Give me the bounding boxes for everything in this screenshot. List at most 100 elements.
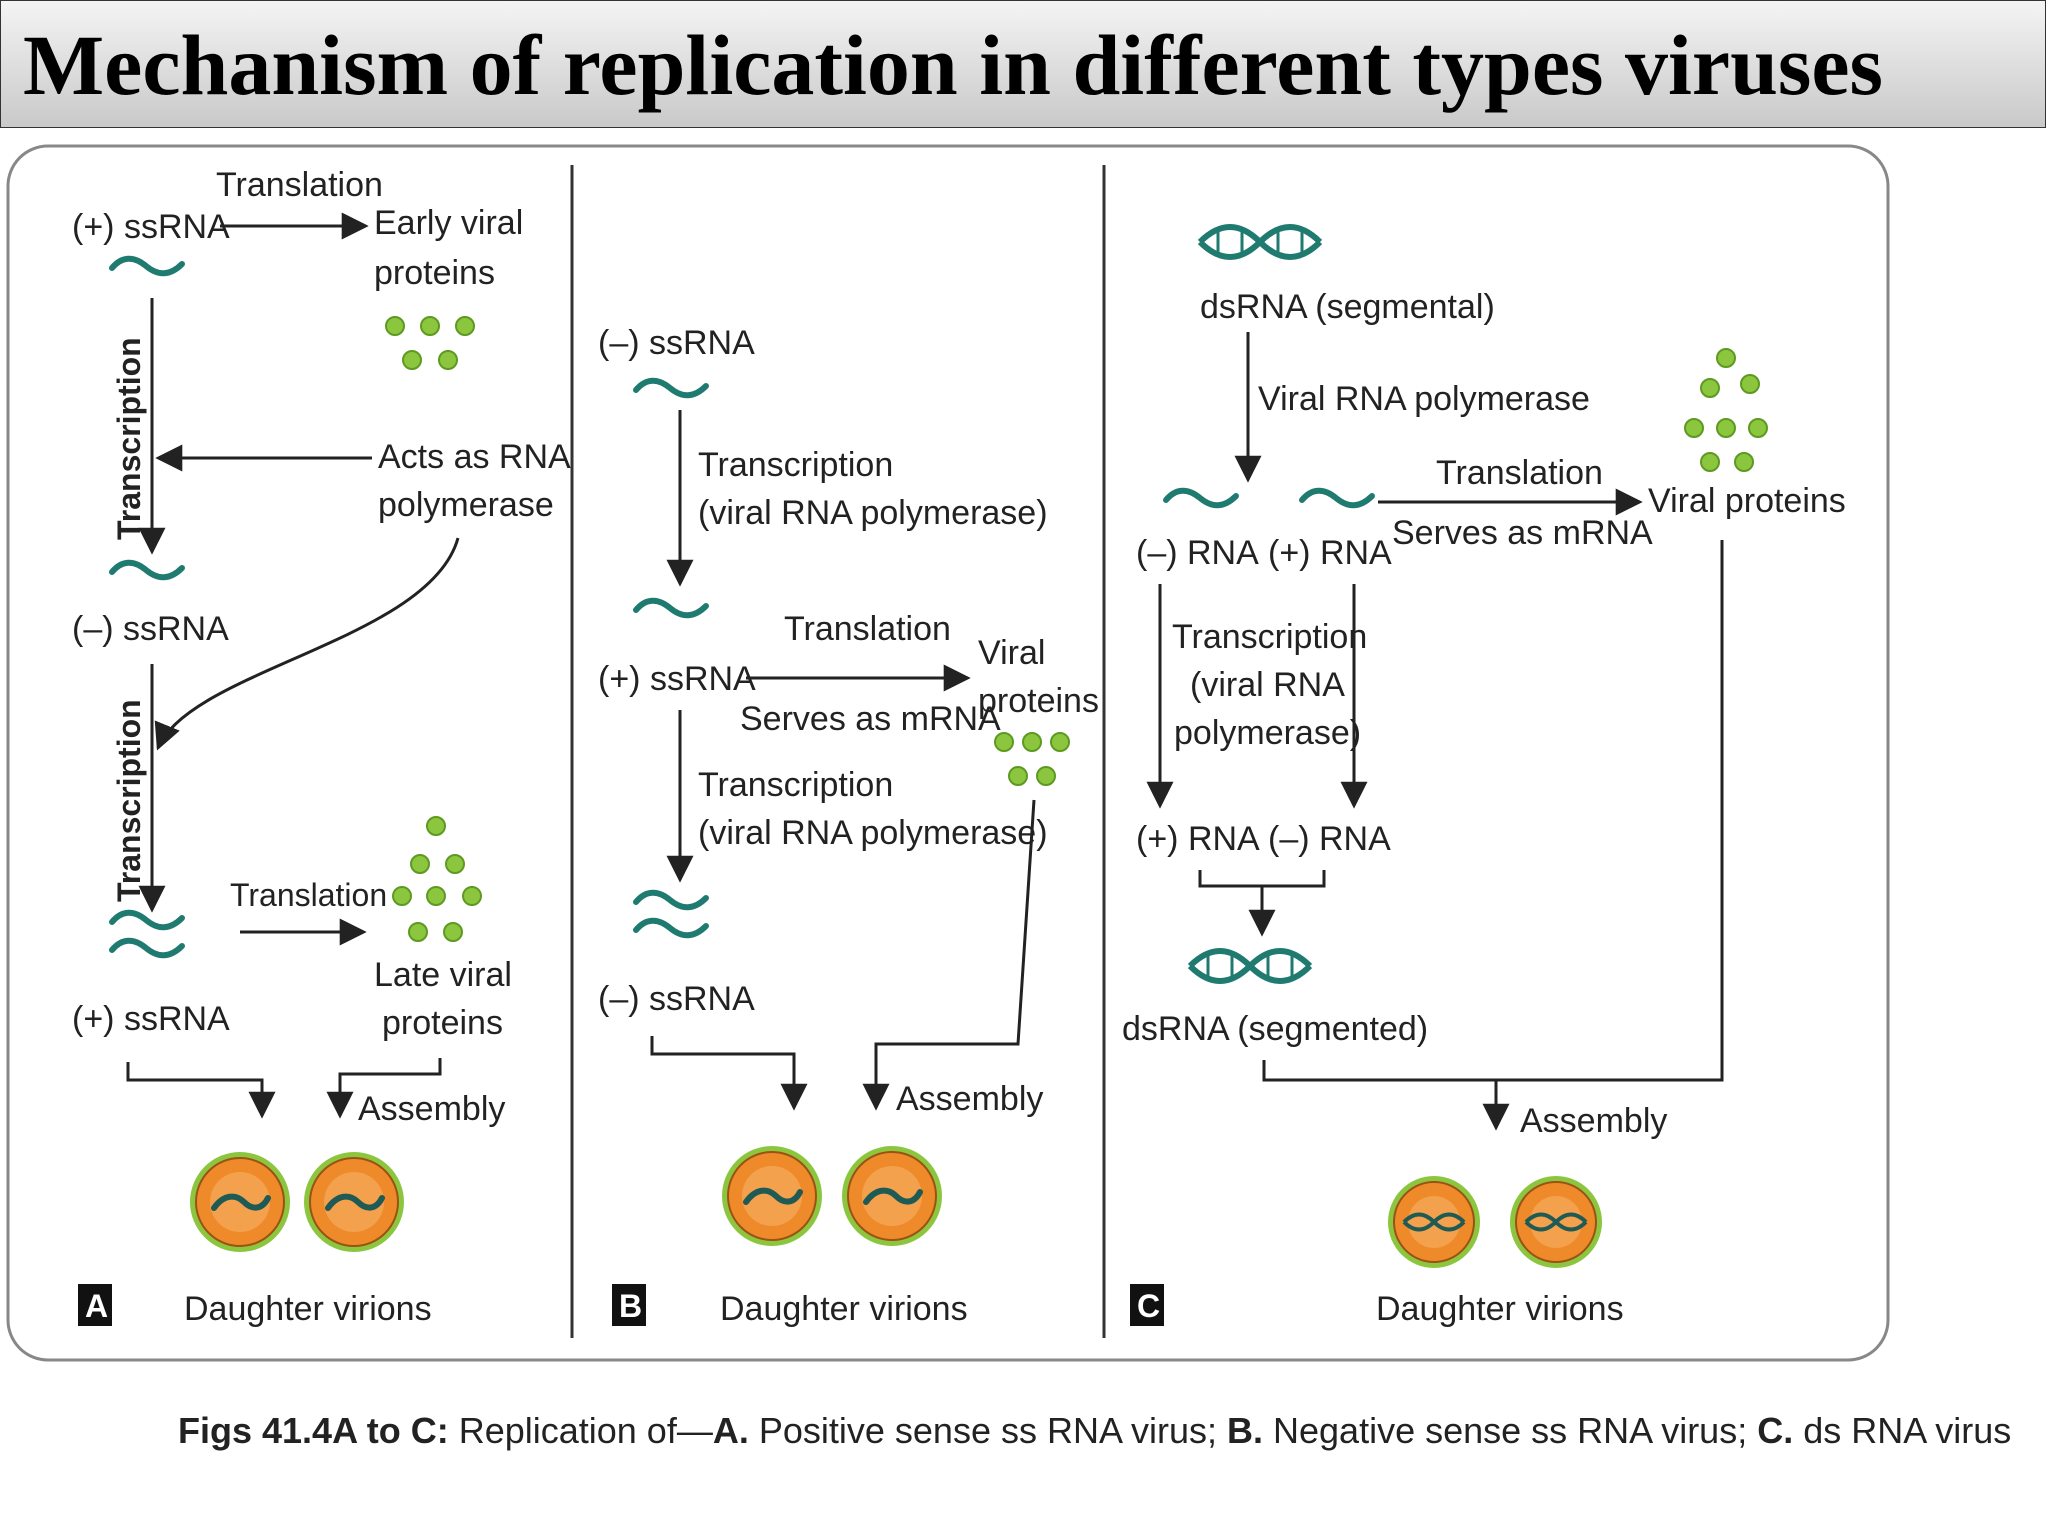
a-polymerase-curve-arrow bbox=[154, 537, 460, 751]
protein-dot bbox=[438, 350, 458, 370]
a-virion-2 bbox=[304, 1152, 404, 1252]
protein-dot bbox=[402, 350, 422, 370]
c-panel-letter: C bbox=[1137, 1288, 1160, 1324]
protein-dot bbox=[1734, 452, 1754, 472]
protein-dot bbox=[426, 886, 446, 906]
c-viral-rna-polymerase-label: Viral RNA polymerase bbox=[1258, 380, 1590, 418]
a-assembly-arrow-left bbox=[126, 1062, 276, 1119]
b-viral-proteins-label-2: proteins bbox=[978, 682, 1099, 720]
protein-dot bbox=[462, 886, 482, 906]
a-panel-letter: A bbox=[85, 1288, 108, 1324]
c-viral-proteins-label: Viral proteins bbox=[1648, 482, 1846, 520]
a-translation-bottom-label: Translation bbox=[230, 877, 387, 913]
protein-dot bbox=[1716, 348, 1736, 368]
b-assembly-arrow-left bbox=[650, 1036, 808, 1111]
b-virion-1 bbox=[722, 1146, 822, 1246]
a-assembly-arrow-right bbox=[326, 1058, 442, 1119]
panel-c: dsRNA (segmental) Viral RNA polymerase (… bbox=[1122, 227, 1846, 1328]
c-assembly-arrow-right bbox=[1496, 540, 1724, 1082]
b-minus-ssrna-bottom-label: (–) ssRNA bbox=[598, 980, 755, 1018]
protein-dot bbox=[410, 854, 430, 874]
a-assembly-label: Assembly bbox=[358, 1090, 505, 1128]
a-acts-as-label-1: Acts as RNA bbox=[378, 438, 571, 476]
diagram-frame bbox=[6, 144, 1890, 1362]
caption-replication-of: Replication of— bbox=[448, 1410, 713, 1451]
b-minus-ssrna-top-label: (–) ssRNA bbox=[598, 324, 755, 362]
c-dsrna-segmental-label: dsRNA (segmental) bbox=[1200, 288, 1495, 326]
b-plus-ssrna-label: (+) ssRNA bbox=[598, 660, 756, 698]
c-virion-1 bbox=[1386, 1174, 1482, 1270]
a-early-proteins-label-2: proteins bbox=[374, 254, 495, 292]
protein-dot bbox=[1748, 418, 1768, 438]
a-early-proteins-label-1: Early viral bbox=[374, 204, 523, 242]
caption-a-text: Positive sense ss RNA virus; bbox=[748, 1410, 1228, 1451]
a-transcription-label-1: Transcription bbox=[111, 337, 147, 540]
b-panel-letter-box bbox=[612, 1284, 646, 1326]
c-assembly-label: Assembly bbox=[1520, 1102, 1667, 1140]
b-virion-2 bbox=[842, 1146, 942, 1246]
a-plus-ssrna-top-label: (+) ssRNA bbox=[72, 208, 230, 246]
protein-dot bbox=[408, 922, 428, 942]
protein-dot bbox=[1050, 732, 1070, 752]
c-assembly-arrow-left bbox=[1262, 1060, 1510, 1131]
c-panel-letter-box bbox=[1130, 1284, 1164, 1326]
b-transcription-bottom-label-1: Transcription bbox=[698, 766, 893, 804]
a-minus-ssrna-label: (–) ssRNA bbox=[72, 610, 229, 648]
panel-b: (–) ssRNA Transcription (viral RNA polym… bbox=[598, 324, 1099, 1328]
c-minus-rna-bottom-label: (–) RNA bbox=[1268, 820, 1391, 858]
a-virion-1 bbox=[190, 1152, 290, 1252]
c-plus-rna-top-label: (+) RNA bbox=[1268, 534, 1392, 572]
c-transcription-label-1: Transcription bbox=[1172, 618, 1367, 656]
c-virion-2 bbox=[1508, 1174, 1604, 1270]
panel-a: (+) ssRNA Translation Early viral protei… bbox=[72, 166, 571, 1328]
b-transcription-top-label-1: Transcription bbox=[698, 446, 893, 484]
protein-dot bbox=[385, 316, 405, 336]
protein-dot bbox=[994, 732, 1014, 752]
protein-dot bbox=[455, 316, 475, 336]
slide-title-bar: Mechanism of replication in different ty… bbox=[0, 0, 2046, 128]
protein-dot bbox=[392, 886, 412, 906]
a-transcription-label-2: Transcription bbox=[111, 699, 147, 902]
c-serves-as-mrna-label: Serves as mRNA bbox=[1392, 514, 1653, 552]
b-daughter-virions-label: Daughter virions bbox=[720, 1290, 968, 1328]
c-dsrna-segmented-label: dsRNA (segmented) bbox=[1122, 1010, 1428, 1048]
b-transcription-bottom-label-2: (viral RNA polymerase) bbox=[698, 814, 1048, 852]
b-translation-label: Translation bbox=[784, 610, 951, 648]
caption-c-text: ds RNA virus bbox=[1793, 1410, 2012, 1451]
protein-dot bbox=[1008, 766, 1028, 786]
protein-dot bbox=[1036, 766, 1056, 786]
a-late-proteins-label-2: proteins bbox=[382, 1004, 503, 1042]
b-panel-letter: B bbox=[619, 1288, 642, 1324]
a-panel-letter-box bbox=[78, 1284, 112, 1326]
caption-figs: Figs 41.4A to C: bbox=[178, 1410, 449, 1451]
a-translation-top-label: Translation bbox=[216, 166, 383, 204]
protein-dot bbox=[1716, 418, 1736, 438]
caption-a-label: A. bbox=[712, 1410, 749, 1451]
slide-title: Mechanism of replication in different ty… bbox=[23, 17, 1884, 113]
b-assembly-label: Assembly bbox=[896, 1080, 1043, 1118]
c-daughter-virions-label: Daughter virions bbox=[1376, 1290, 1624, 1328]
figure-caption: Figs 41.4A to C: Replication of—A. Posit… bbox=[178, 1410, 2011, 1452]
protein-dot bbox=[1700, 378, 1720, 398]
protein-dot bbox=[1022, 732, 1042, 752]
a-daughter-virions-label: Daughter virions bbox=[184, 1290, 432, 1328]
protein-dot bbox=[443, 922, 463, 942]
protein-dot bbox=[1700, 452, 1720, 472]
a-late-proteins-label-1: Late viral bbox=[374, 956, 512, 994]
b-assembly-arrow-right bbox=[862, 799, 1036, 1111]
c-minus-rna-top-label: (–) RNA bbox=[1136, 534, 1259, 572]
protein-dot bbox=[1740, 374, 1760, 394]
c-plus-rna-bottom-label: (+) RNA bbox=[1136, 820, 1260, 858]
protein-dot bbox=[445, 854, 465, 874]
caption-c-label: C. bbox=[1757, 1410, 1794, 1451]
c-transcription-label-3: polymerase) bbox=[1174, 714, 1361, 752]
a-plus-ssrna-bottom-label: (+) ssRNA bbox=[72, 1000, 230, 1038]
protein-dot bbox=[420, 316, 440, 336]
protein-dot bbox=[1684, 418, 1704, 438]
b-transcription-top-label-2: (viral RNA polymerase) bbox=[698, 494, 1048, 532]
caption-b-label: B. bbox=[1227, 1410, 1264, 1451]
c-transcription-label-2: (viral RNA bbox=[1190, 666, 1345, 704]
b-viral-proteins-label-1: Viral bbox=[978, 634, 1045, 672]
b-serves-as-mrna-label: Serves as mRNA bbox=[740, 700, 1001, 738]
